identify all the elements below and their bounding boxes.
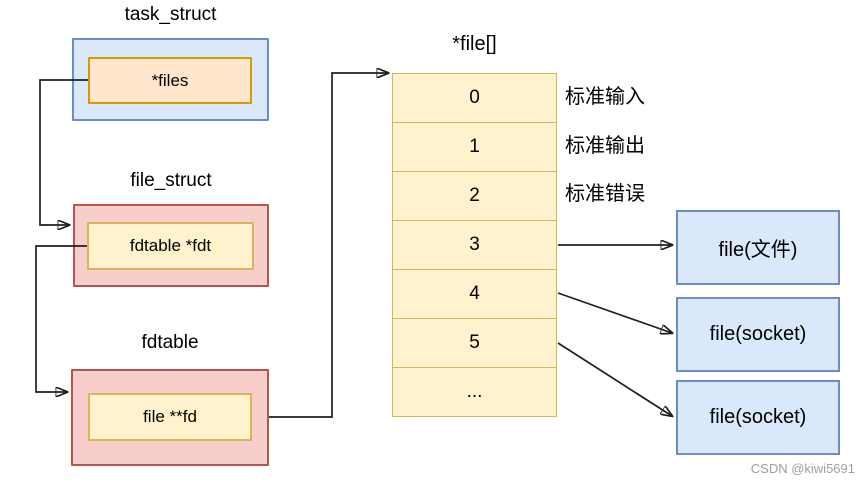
fd-array-cell-0: 0 <box>469 87 480 108</box>
file-object-regular: file(文件) <box>676 210 840 285</box>
file-object-socket-1: file(socket) <box>676 297 840 372</box>
stderr-label: 标准错误 <box>565 183 645 205</box>
fd-array-cell-5: 5 <box>393 318 556 367</box>
fd-array-title: *file[] <box>452 33 497 55</box>
fd-array-cell-ellipsis: ... <box>393 367 556 416</box>
fd-array-cell-4: 4 <box>393 269 556 318</box>
fd-array: 0 1 2 3 4 5 ... <box>392 73 557 417</box>
stdin-label: 标准输入 <box>565 86 645 108</box>
connector-fd4-to-socket <box>557 292 672 333</box>
fd-array-cell-2: 2 <box>393 171 556 220</box>
file-struct-box: fdtable *fdt <box>73 204 269 287</box>
fdtable-title: fdtable <box>141 332 199 353</box>
fd-array-cell-1: 1 <box>393 122 556 171</box>
fd-pointer-field: file **fd <box>88 393 252 441</box>
files-pointer-field: *files <box>88 57 252 104</box>
stdout-label: 标准输出 <box>565 135 645 157</box>
watermark: CSDN @kiwi5691 <box>750 461 855 476</box>
task-struct-title: task_struct <box>124 4 217 25</box>
fdt-pointer-field: fdtable *fdt <box>87 222 254 270</box>
connector-fd5-to-socket <box>557 342 672 416</box>
file-object-socket-2: file(socket) <box>676 380 840 455</box>
fdtable-box: file **fd <box>71 369 269 466</box>
task-struct-box: *files <box>72 38 269 121</box>
connector-fd-to-array <box>269 73 388 418</box>
fd-array-cell-3: 3 <box>393 220 556 269</box>
file-struct-title: file_struct <box>130 170 212 191</box>
